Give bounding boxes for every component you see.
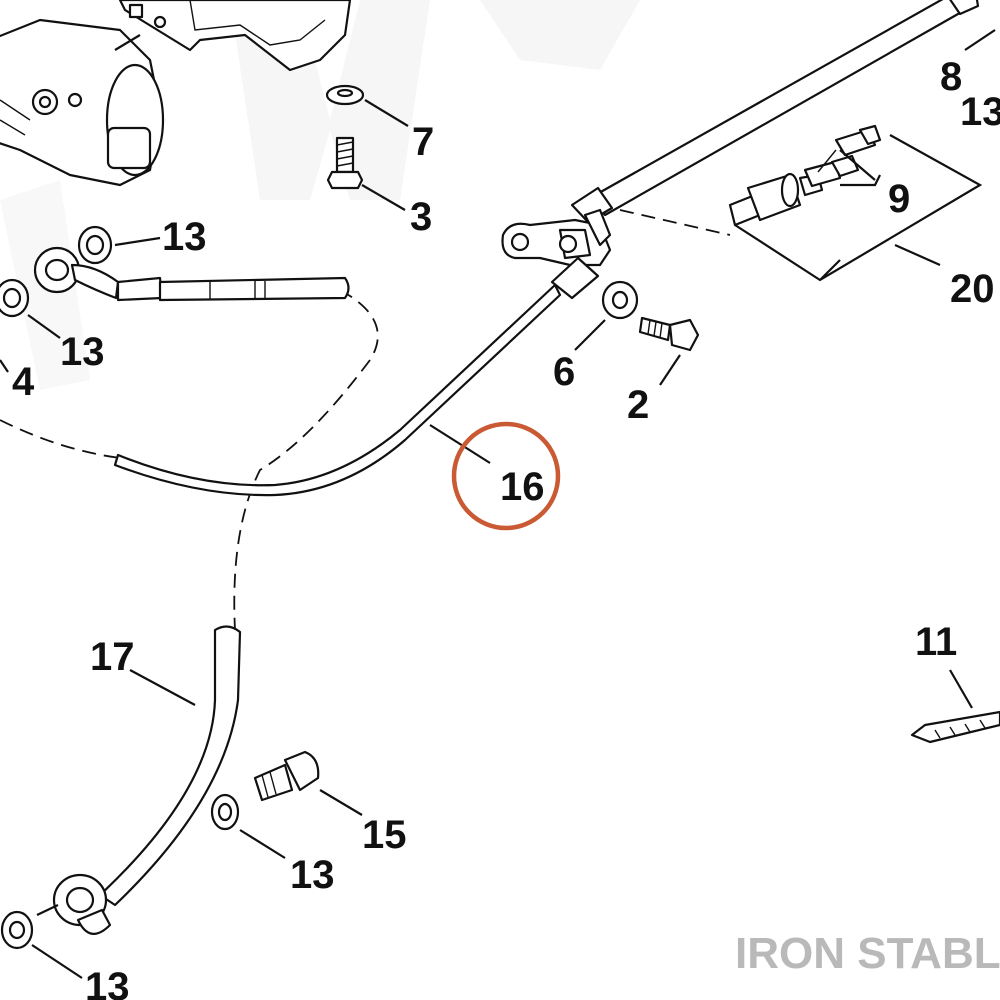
banjo-bolt-part-15 — [253, 750, 320, 802]
mounting-bracket-part — [118, 0, 352, 72]
label-part-13-top-right: 13 — [960, 90, 1000, 134]
label-part-13-lower: 13 — [290, 853, 335, 897]
label-part-11: 11 — [915, 620, 957, 664]
label-part-3: 3 — [410, 195, 432, 239]
dashed-leader-lines — [0, 209, 731, 631]
label-part-2: 2 — [627, 383, 649, 427]
label-part-4: 4 — [12, 360, 35, 404]
brake-light-switch-part — [728, 172, 824, 227]
front-brake-line-part — [33, 246, 350, 302]
label-leader-lines — [0, 29, 996, 979]
lower-brake-line-part-17 — [52, 625, 242, 935]
label-part-7: 7 — [412, 120, 434, 164]
watermark: IRON STABLE — [735, 929, 1000, 978]
label-part-17: 17 — [90, 635, 135, 679]
highlight-circle — [451, 421, 561, 531]
junction-block-part — [501, 208, 612, 267]
bolt-part-3 — [326, 136, 364, 190]
label-part-6: 6 — [553, 350, 575, 394]
label-part-13-bottom: 13 — [85, 965, 130, 1000]
cable-tie-part-11 — [910, 710, 1000, 744]
label-part-13-left: 13 — [60, 330, 105, 374]
washer-part-13a — [77, 225, 113, 265]
washer-part-13b — [0, 278, 30, 318]
washer-part-7 — [325, 84, 365, 106]
label-part-13-upper-left: 13 — [162, 215, 207, 259]
bolt-part-2 — [638, 316, 700, 352]
brake-line-part-16 — [113, 256, 600, 497]
washer-part-13d — [0, 910, 34, 950]
wire-connector-parts-9 — [803, 124, 882, 188]
label-part-15: 15 — [362, 813, 407, 857]
washer-part-13c — [210, 793, 240, 831]
label-part-20: 20 — [950, 267, 995, 311]
part-labels: 7 3 8 13 9 20 13 13 4 6 2 16 11 17 15 13… — [12, 55, 1000, 1000]
label-part-8: 8 — [940, 55, 962, 99]
master-cylinder-part — [0, 18, 165, 187]
washer-part-6 — [601, 280, 639, 320]
label-part-16: 16 — [500, 465, 545, 509]
label-part-9: 9 — [888, 177, 910, 221]
